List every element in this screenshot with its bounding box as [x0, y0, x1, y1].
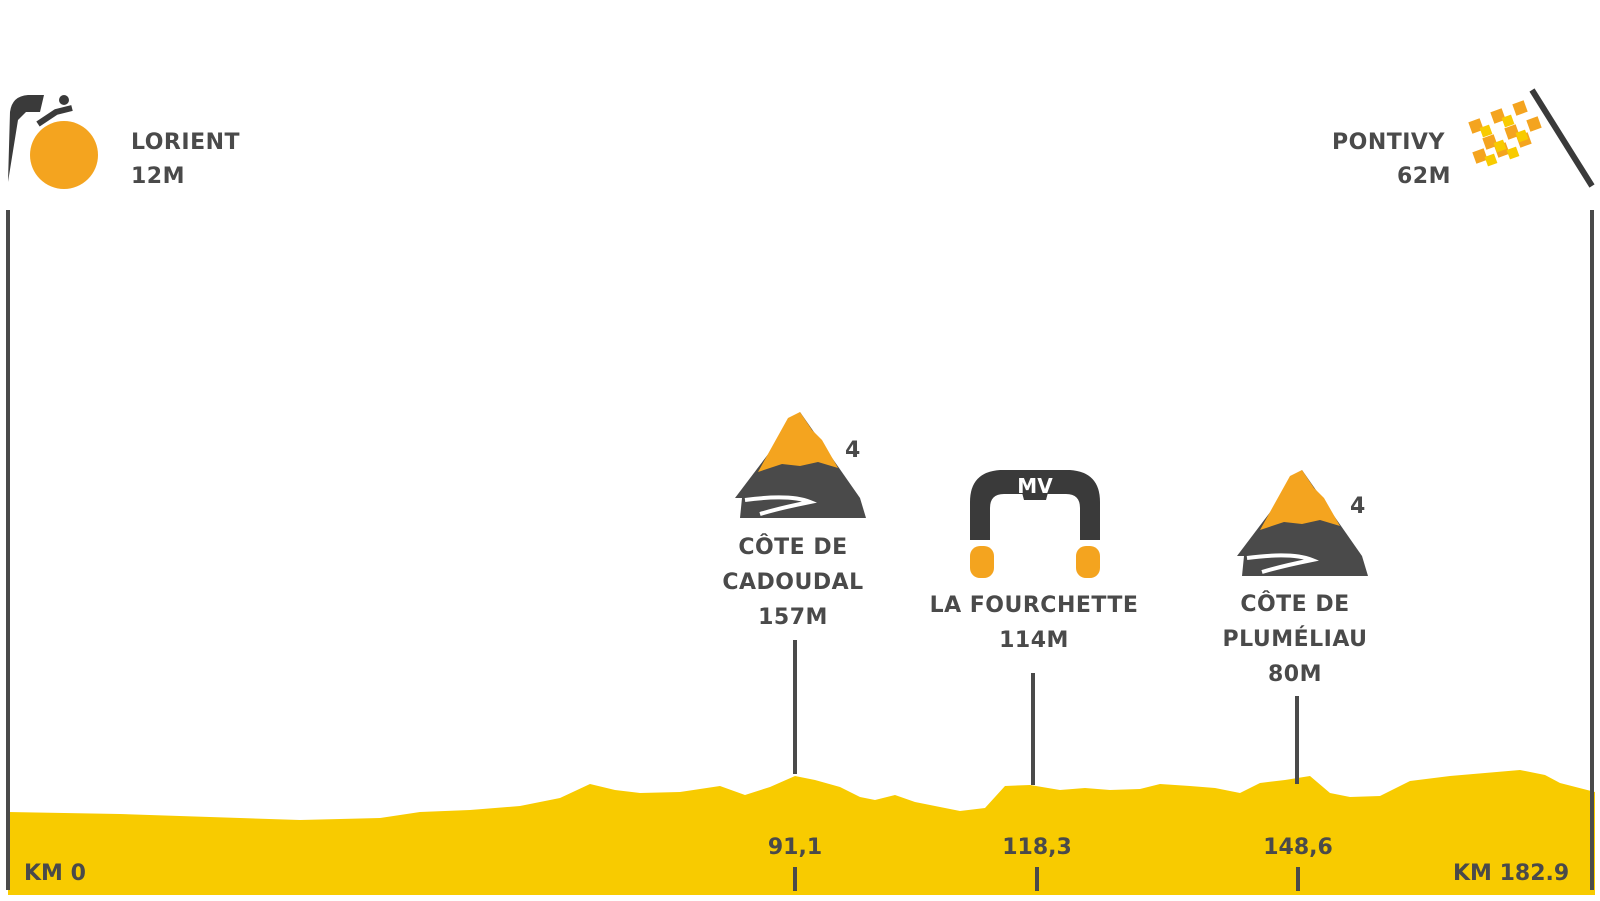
- start-altitude: 12M: [131, 164, 186, 189]
- profile-area: [8, 770, 1595, 895]
- km-start-label: KM 0: [24, 861, 86, 886]
- climb-3-name-line1: CÔTE DE: [1240, 592, 1350, 617]
- climb-1-name-line1: CÔTE DE: [738, 535, 848, 560]
- climb-1-name-line2: CADOUDAL: [722, 570, 864, 595]
- climb-3-km-label: 148,6: [1263, 835, 1333, 860]
- climb-2-altitude: 114M: [999, 628, 1069, 653]
- climb-2-badge: MV: [1017, 474, 1053, 498]
- km-end-label: KM 182.9: [1453, 861, 1570, 886]
- climb-3-altitude: 80M: [1267, 662, 1323, 687]
- start-town: LORIENT: [131, 130, 241, 155]
- climb-1-km-label: 91,1: [767, 835, 823, 860]
- finish-altitude: 62M: [1397, 164, 1452, 189]
- climb-2-marker-line: [1031, 673, 1035, 785]
- climb-1-km-tick: [793, 867, 797, 891]
- climb-3-km-tick: [1296, 867, 1300, 891]
- climb-2-name: LA FOURCHETTE: [929, 593, 1139, 618]
- climb-3-name-line2: PLUMÉLIAU: [1222, 627, 1368, 652]
- finish-town: PONTIVY: [1332, 130, 1445, 155]
- climb-1-marker-line: [793, 640, 797, 774]
- climb-2-km-tick: [1035, 867, 1039, 891]
- climb-1-altitude: 157M: [758, 605, 828, 630]
- climb-3-category: 4: [1350, 494, 1366, 519]
- climb-2-km-label: 118,3: [1002, 835, 1072, 860]
- climb-3-marker-line: [1295, 696, 1299, 784]
- climb-1-category: 4: [845, 438, 861, 463]
- finish-boundary-line: [1590, 210, 1594, 890]
- start-boundary-line: [6, 210, 10, 890]
